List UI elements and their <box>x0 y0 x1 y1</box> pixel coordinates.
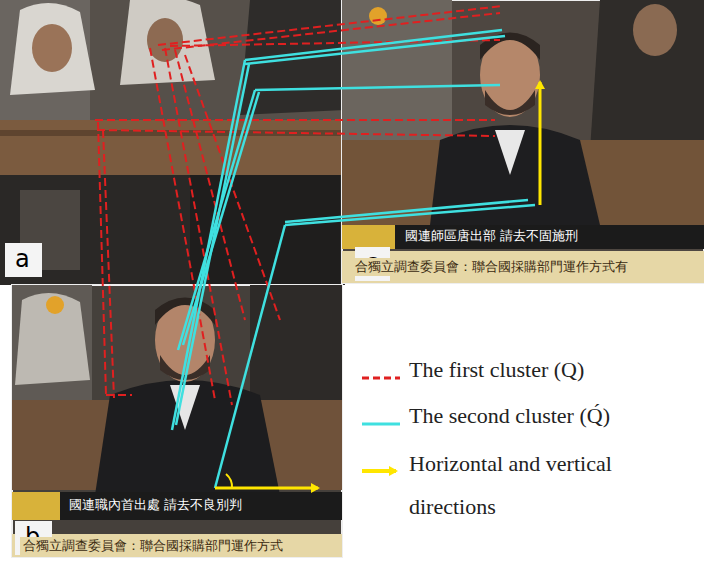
legend-label: Horizontal and vertical directions <box>409 443 694 529</box>
legend-samples <box>362 378 400 471</box>
video-frame: b <box>12 285 342 557</box>
news-ticker: 合獨立調查委員會：聯合國採購部門運作方式 <box>20 537 286 555</box>
subtitle-text: 國連師區唐出部 請去不固施刑 <box>402 227 581 245</box>
legend-label: The second cluster (Q́) <box>409 395 694 438</box>
frame-letter: a <box>5 243 42 277</box>
news-ticker: 合獨立調查委員會：聯合國採購部門運作方式有 <box>352 258 631 276</box>
subtitle-text: 國連職內首出處 請去不良別判 <box>66 496 245 514</box>
legend-label: The first cluster (Q) <box>409 349 694 392</box>
first-cluster-matches <box>95 6 503 405</box>
video-frame: a <box>0 0 345 285</box>
